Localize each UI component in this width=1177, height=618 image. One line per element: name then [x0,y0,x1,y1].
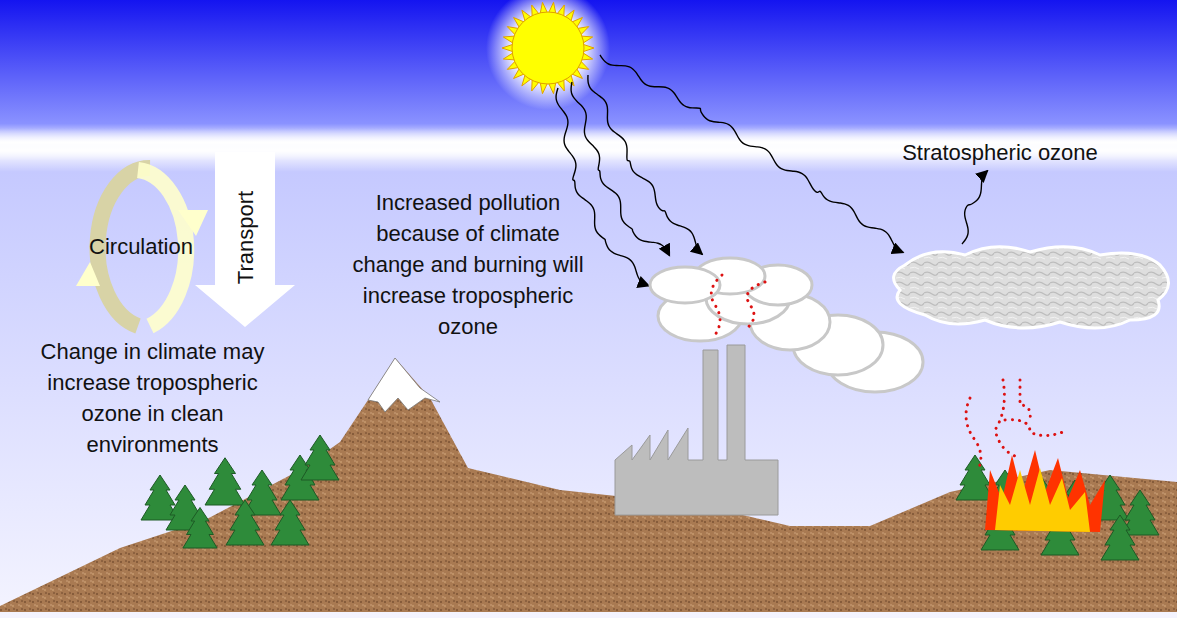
light-ray [962,171,988,244]
tree [226,500,264,545]
tree [205,458,245,505]
tree [301,435,339,480]
tree [183,508,217,549]
tree [1101,515,1139,560]
sun-rays [502,2,594,93]
stratosphere-label: Stratospheric ozone [870,137,1130,168]
light-ray [571,82,669,256]
tree [271,500,309,545]
circulation-label: Circulation [70,231,212,262]
light-ray [600,55,903,252]
transport-label: Transport [230,158,261,318]
pollution-note: Increased pollution because of climate c… [352,187,584,342]
light-ray [588,75,702,255]
climate-note: Change in climate may increase troposphe… [25,336,280,460]
